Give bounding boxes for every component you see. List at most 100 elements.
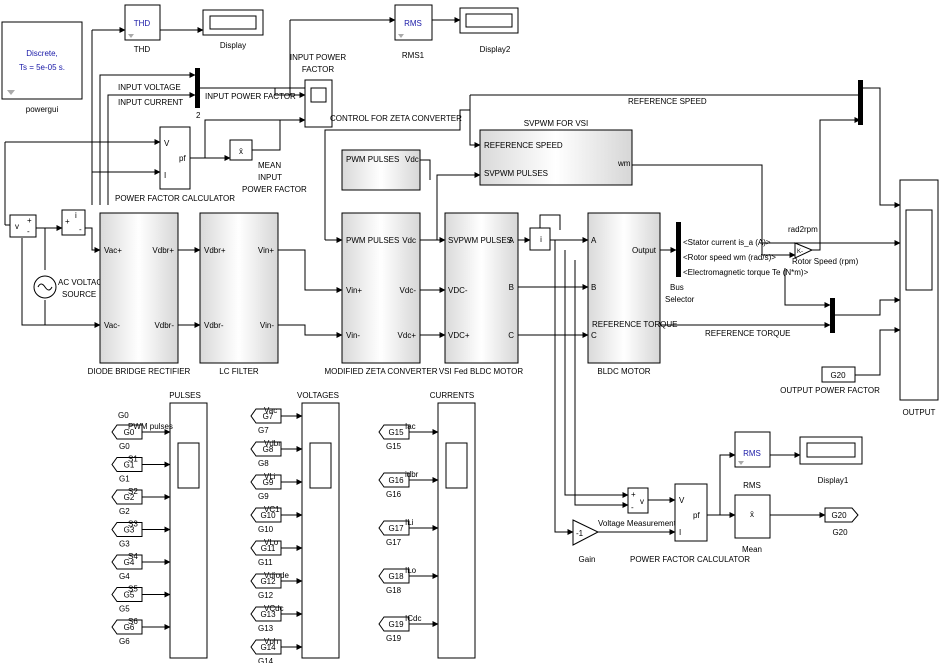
- signal-label: idbr: [405, 470, 419, 479]
- mux-torque[interactable]: [830, 298, 835, 333]
- svg-text:Vdc-: Vdc-: [400, 286, 417, 295]
- diode-bridge-rectifier[interactable]: Vac+ Vac- Vdbr+ Vdbr- DIODE BRIDGE RECTI…: [88, 212, 191, 376]
- mean-block[interactable]: x̄ Mean: [734, 494, 771, 554]
- pulses-title: PULSES: [169, 391, 201, 400]
- svg-text:POWER FACTOR CALCULATOR: POWER FACTOR CALCULATOR: [630, 555, 750, 564]
- svg-text:+: +: [631, 490, 636, 499]
- rad2rpm-gain[interactable]: rad2rpm K- Rotor Speed (rpm): [788, 225, 859, 266]
- gain-block[interactable]: -1 Gain: [572, 519, 600, 564]
- voltage-sensor[interactable]: v + -: [9, 214, 37, 238]
- voltage-measurement-block[interactable]: + - v Voltage Measurement1: [598, 487, 681, 528]
- signal-label: VC1: [264, 505, 280, 514]
- svg-text:VSI Fed BLDC MOTOR: VSI Fed BLDC MOTOR: [439, 367, 524, 376]
- from-tag-caption: G16: [386, 490, 402, 499]
- svg-text:MEAN: MEAN: [258, 161, 281, 170]
- from-tag: G14: [260, 643, 276, 652]
- svg-text:v: v: [15, 222, 19, 231]
- control-zeta-converter[interactable]: CONTROL FOR ZETA CONVERTER PWM PULSES Vd…: [330, 114, 462, 191]
- svg-text:RMS: RMS: [743, 481, 761, 490]
- voltages-title: VOLTAGES: [297, 391, 339, 400]
- mux-input[interactable]: INPUT VOLTAGE INPUT CURRENT INPUT POWER …: [118, 68, 296, 120]
- mean-input-power-factor[interactable]: x̄ MEAN INPUT POWER FACTOR: [229, 139, 307, 194]
- power-factor-calculator-top[interactable]: V I pf POWER FACTOR CALCULATOR: [115, 126, 235, 203]
- from-tag-caption: G15: [386, 442, 402, 451]
- svg-text:SOURCE: SOURCE: [62, 290, 96, 299]
- signal-label: ILi: [405, 518, 414, 527]
- from-tag: G12: [260, 577, 276, 586]
- current-sensor[interactable]: + i -: [61, 209, 86, 236]
- svg-text:RMS: RMS: [404, 19, 422, 28]
- display2-block[interactable]: Display2: [459, 7, 519, 54]
- svg-text:I: I: [164, 171, 166, 180]
- rms1-block[interactable]: RMS RMS1: [394, 4, 433, 60]
- input-power-factor-scope[interactable]: INPUT POWER FACTOR: [290, 53, 347, 128]
- pulses-scope[interactable]: [169, 402, 208, 659]
- modified-zeta-converter[interactable]: PWM PULSES Vin+ Vin- Vdc Vdc- Vdc+ MODIF…: [324, 212, 438, 376]
- svg-text:-1: -1: [576, 529, 584, 538]
- ac-voltage-source[interactable]: AC VOLTAGE SOURCE: [33, 275, 108, 299]
- svg-text:Vac-: Vac-: [104, 321, 120, 330]
- mux-speed[interactable]: [858, 80, 863, 125]
- signal-label: Vdbr: [264, 439, 281, 448]
- from-tag: G11: [261, 544, 276, 553]
- svg-text:BLDC MOTOR: BLDC MOTOR: [597, 367, 650, 376]
- thd-block[interactable]: THD THD: [124, 4, 161, 54]
- bldc-motor[interactable]: A B C Output REFERENCE TORQUE BLDC MOTOR: [587, 212, 678, 376]
- reference-speed-label: REFERENCE SPEED: [628, 97, 707, 106]
- currents-scope[interactable]: [437, 402, 476, 659]
- svg-text:VDC-: VDC-: [448, 286, 468, 295]
- from-tag-caption: G9: [258, 492, 269, 501]
- voltages-scope[interactable]: [301, 402, 340, 659]
- rms-block[interactable]: RMS RMS: [734, 431, 771, 490]
- powergui-block[interactable]: Discrete, Ts = 5e-05 s. powergui: [1, 21, 83, 114]
- goto-g20[interactable]: G20 G20: [824, 507, 859, 537]
- svg-text:V: V: [164, 139, 170, 148]
- from-tag: G8: [263, 445, 274, 454]
- svg-text:C: C: [591, 331, 597, 340]
- svg-text:i: i: [540, 235, 542, 244]
- svg-text:Ts = 5e-05 s.: Ts = 5e-05 s.: [19, 63, 65, 72]
- lc-filter[interactable]: Vdbr+ Vdbr- Vin+ Vin- LC FILTER: [199, 212, 279, 376]
- from-tag-caption: G8: [258, 459, 269, 468]
- svg-text:x̄: x̄: [750, 510, 754, 519]
- wires: [4, 17, 901, 535]
- bus-selector[interactable]: <Stator current is_a (A)> <Rotor speed w…: [665, 222, 809, 304]
- pulses-from-tag-label: G0: [118, 411, 129, 420]
- output-scope[interactable]: OUTPUT: [899, 179, 939, 417]
- from-tag-caption: G0: [119, 442, 130, 451]
- svg-text:Vac+: Vac+: [104, 246, 122, 255]
- display1-block[interactable]: Display1: [799, 436, 863, 485]
- display-block[interactable]: Display: [202, 9, 264, 50]
- svg-text:Display2: Display2: [480, 45, 511, 54]
- svg-text:POWER FACTOR CALCULATOR: POWER FACTOR CALCULATOR: [115, 194, 235, 203]
- phase-current-sensor[interactable]: i: [529, 227, 551, 251]
- svg-text:Vdbr-: Vdbr-: [154, 321, 174, 330]
- output-power-factor-from[interactable]: G20 OUTPUT POWER FACTOR: [780, 366, 880, 395]
- svg-text:PWM PULSES: PWM PULSES: [346, 155, 399, 164]
- svpwm-block[interactable]: SVPWM FOR VSI REFERENCE SPEED SVPWM PULS…: [479, 119, 633, 186]
- power-factor-calculator-bottom[interactable]: V I pf POWER FACTOR CALCULATOR: [630, 483, 750, 564]
- svg-text:Selector: Selector: [665, 295, 695, 304]
- vsi-fed-bldc-motor[interactable]: SVPWM PULSES VDC- VDC+ A B C VSI Fed BLD…: [439, 212, 524, 376]
- from-tag-caption: G3: [119, 540, 130, 549]
